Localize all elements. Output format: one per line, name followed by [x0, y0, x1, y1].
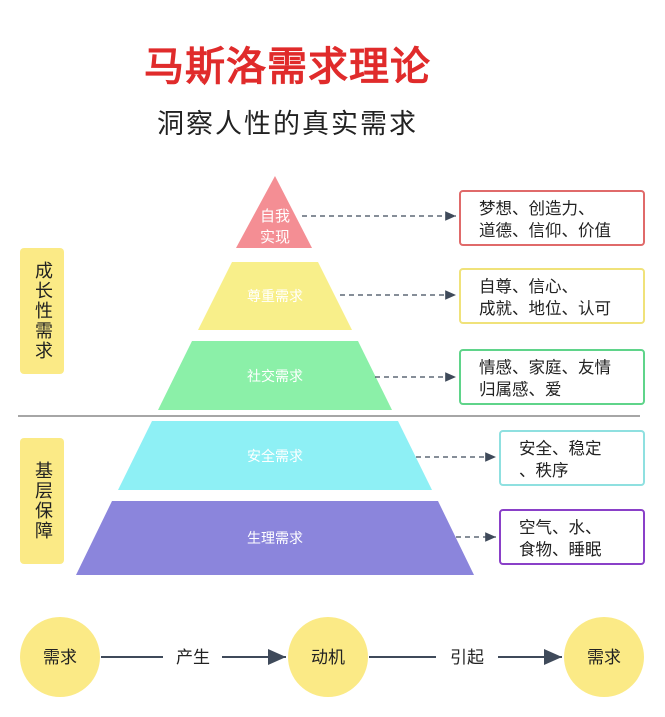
- cycle-node-need-start: [20, 617, 100, 697]
- cycle-node-label-0: 需求: [43, 648, 77, 668]
- level-safety: [118, 421, 432, 490]
- page-title: 马斯洛需求理论: [144, 44, 431, 90]
- level-label-self-actualization-1: 自我: [260, 207, 290, 225]
- note-self-actualization: 梦想、创造力、 道德、信仰、价值: [459, 190, 645, 246]
- level-physiological: [76, 501, 474, 575]
- level-label-self-actualization-2: 实现: [260, 228, 290, 246]
- cycle-node-motivation: [288, 617, 368, 697]
- cycle-node-label-1: 动机: [311, 648, 345, 668]
- level-label-physiological: 生理需求: [247, 531, 303, 547]
- level-self-actualization: [236, 176, 312, 248]
- level-esteem: [198, 262, 352, 330]
- level-label-esteem: 尊重需求: [247, 288, 303, 305]
- level-label-safety: 安全需求: [247, 448, 303, 465]
- note-safety: 安全、稳定 、秩序: [499, 430, 645, 486]
- side-label-growth: 成长性需求: [20, 248, 64, 374]
- cycle-node-need-end: [564, 617, 644, 697]
- note-social: 情感、家庭、友情 归属感、爱: [459, 349, 645, 405]
- cycle-edge-label-cause: 引起: [450, 648, 484, 668]
- note-esteem: 自尊、信心、 成就、地位、认可: [459, 268, 645, 324]
- cycle-edge-label-produce: 产生: [176, 648, 210, 668]
- level-label-social: 社交需求: [247, 368, 303, 385]
- cycle-node-label-2: 需求: [587, 648, 621, 668]
- side-label-basic: 基层保障: [20, 438, 64, 564]
- level-social: [158, 341, 392, 410]
- page-subtitle: 洞察人性的真实需求: [157, 109, 418, 140]
- note-physiological: 空气、水、 食物、睡眠: [499, 509, 645, 565]
